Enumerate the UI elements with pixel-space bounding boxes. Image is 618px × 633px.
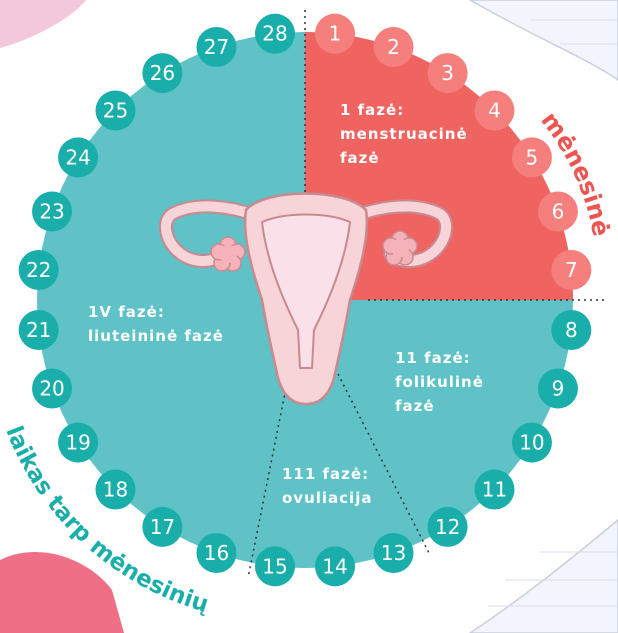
day-marker-label: 1 (329, 22, 342, 46)
day-marker-23: 23 (32, 191, 72, 231)
day-marker-label: 21 (26, 318, 51, 342)
day-marker-label: 16 (204, 541, 229, 565)
day-marker-15: 15 (255, 546, 295, 586)
day-marker-label: 11 (482, 478, 507, 502)
day-marker-10: 10 (512, 423, 552, 463)
pink-blob-top-left (0, 0, 86, 48)
day-marker-label: 28 (262, 22, 287, 46)
day-marker-label: 4 (488, 98, 501, 122)
day-marker-label: 15 (262, 554, 287, 578)
day-marker-28: 28 (255, 14, 295, 54)
day-marker-24: 24 (58, 137, 98, 177)
day-marker-20: 20 (32, 369, 72, 409)
day-marker-label: 27 (204, 35, 229, 59)
day-marker-label: 23 (39, 199, 64, 223)
day-marker-label: 13 (381, 541, 406, 565)
day-marker-8: 8 (551, 310, 591, 350)
day-marker-14: 14 (315, 546, 355, 586)
day-marker-6: 6 (538, 191, 578, 231)
phase-2-label: 11 fazė: folikulinė fazė (395, 346, 484, 418)
day-marker-26: 26 (142, 53, 182, 93)
day-marker-12: 12 (428, 507, 468, 547)
day-marker-label: 2 (387, 35, 400, 59)
paper-bottom-right (470, 520, 618, 633)
day-marker-4: 4 (475, 90, 515, 130)
day-marker-label: 18 (103, 478, 128, 502)
day-marker-16: 16 (196, 533, 236, 573)
phase-4-label: 1V fazė: liuteininė fazė (88, 300, 224, 348)
day-marker-2: 2 (374, 27, 414, 67)
day-marker-label: 9 (552, 377, 565, 401)
day-marker-label: 8 (565, 318, 578, 342)
day-marker-label: 22 (26, 258, 51, 282)
day-marker-label: 6 (552, 199, 565, 223)
phase-3-label: 111 fazė: ovuliacija (282, 462, 372, 510)
day-marker-9: 9 (538, 369, 578, 409)
day-marker-label: 12 (435, 515, 460, 539)
day-marker-19: 19 (58, 423, 98, 463)
day-marker-3: 3 (428, 53, 468, 93)
day-marker-11: 11 (475, 470, 515, 510)
day-marker-label: 7 (565, 258, 578, 282)
phase-1-label: 1 fazė: menstruacinė fazė (340, 98, 468, 170)
day-marker-label: 24 (65, 145, 90, 169)
day-marker-25: 25 (95, 90, 135, 130)
day-marker-label: 20 (39, 377, 64, 401)
paper-top-right (470, 0, 618, 80)
day-marker-22: 22 (19, 250, 59, 290)
day-marker-label: 25 (103, 98, 128, 122)
day-marker-13: 13 (374, 533, 414, 573)
day-marker-21: 21 (19, 310, 59, 350)
day-marker-label: 10 (519, 431, 544, 455)
day-marker-label: 3 (441, 61, 454, 85)
day-marker-label: 17 (150, 515, 175, 539)
day-marker-1: 1 (315, 14, 355, 54)
day-marker-18: 18 (95, 470, 135, 510)
day-marker-label: 5 (526, 145, 539, 169)
day-marker-27: 27 (196, 27, 236, 67)
day-marker-5: 5 (512, 137, 552, 177)
day-marker-17: 17 (142, 507, 182, 547)
day-marker-label: 19 (65, 431, 90, 455)
day-marker-label: 14 (322, 554, 347, 578)
day-marker-7: 7 (551, 250, 591, 290)
day-marker-label: 26 (150, 61, 175, 85)
